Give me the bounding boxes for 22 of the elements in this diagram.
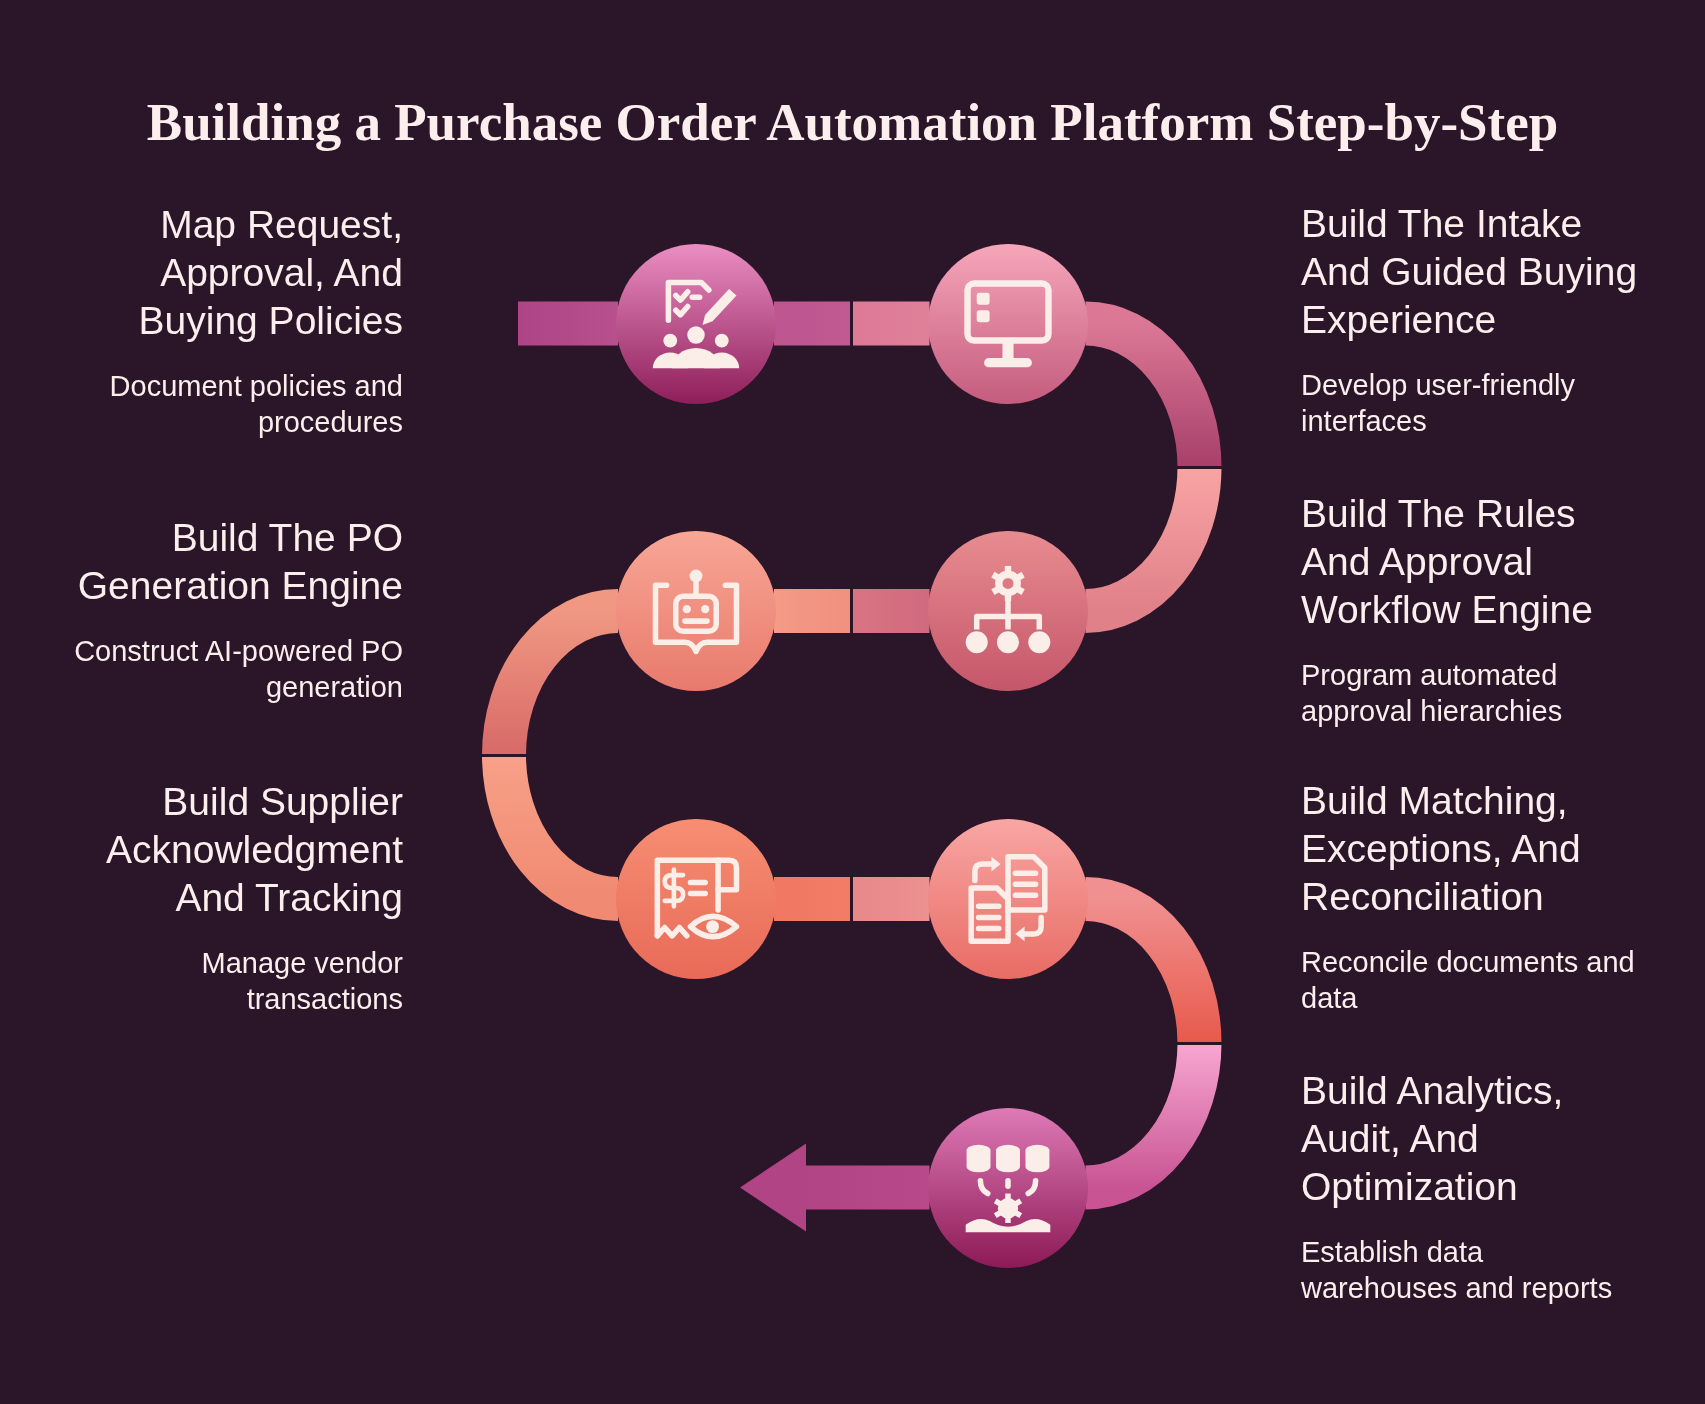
step-title: Build Supplier Acknowledgment And Tracking — [105, 779, 403, 921]
step-title: Build The Intake And Guided Buying Experience — [1301, 201, 1639, 343]
step-title: Map Request, Approval, And Buying Policies — [137, 202, 403, 344]
connector — [518, 301, 618, 346]
step-title: Build Analytics, Audit, And Optimization — [1301, 1068, 1565, 1210]
step-description: Develop user-friendly interfaces — [1301, 368, 1576, 439]
step-description: Establish data warehouses and reports — [1301, 1235, 1614, 1306]
connector — [774, 877, 930, 921]
step-description: Document policies and procedures — [108, 369, 403, 440]
step-description: Reconcile documents and data — [1301, 945, 1636, 1016]
connector — [774, 301, 930, 346]
connector — [1083, 877, 1222, 1210]
step-title: Build The Rules And Approval Workflow Engine — [1301, 491, 1594, 633]
title: Building a Purchase Order Automation Platform Step-by-Step — [146, 92, 1559, 153]
step-description: Manage vendor transactions — [200, 946, 403, 1017]
step-title: Build The PO Generation Engine — [76, 515, 403, 609]
step-title: Build Matching, Exceptions, And Reconciliation — [1301, 778, 1582, 920]
connector — [1083, 301, 1222, 633]
step-description: Construct AI-powered PO generation — [73, 634, 403, 705]
step-description: Program automated approval hierarchies — [1301, 658, 1564, 729]
connector — [774, 589, 930, 633]
arrow — [740, 1143, 930, 1232]
